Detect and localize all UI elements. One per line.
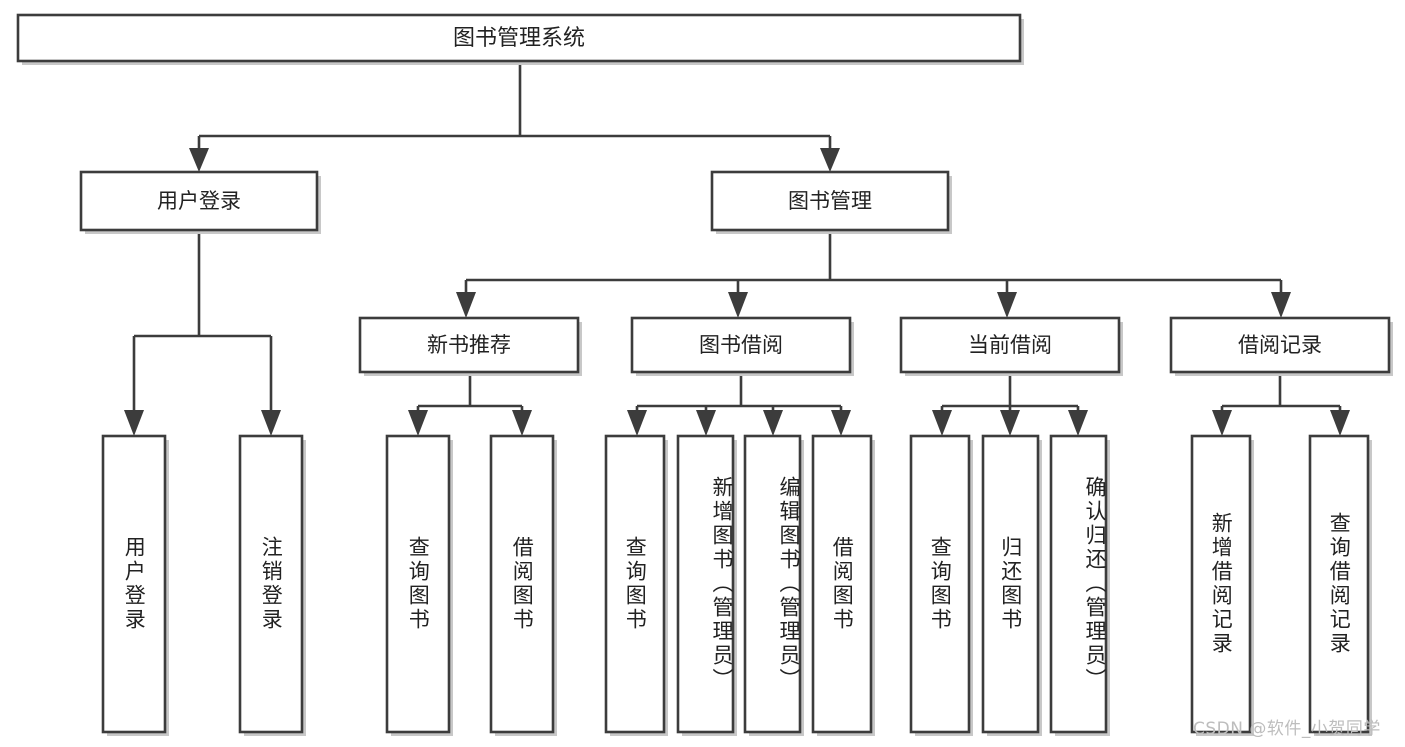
arrowhead-ul-1 bbox=[124, 410, 144, 436]
leaf-node-current-borrow-1[interactable] bbox=[909, 434, 973, 736]
node-book-manage-label: 图书管理 bbox=[788, 189, 872, 213]
leaf-node-current-borrow-2[interactable] bbox=[981, 434, 1042, 736]
leaf-nb-2-box[interactable] bbox=[489, 434, 555, 734]
connector-group-new-book bbox=[408, 374, 532, 436]
arrowhead-nb-2 bbox=[512, 410, 532, 436]
leaf-br-2-box[interactable] bbox=[1308, 434, 1370, 734]
node-user-login-label: 用户登录 bbox=[157, 189, 241, 213]
arrowhead-to-book-manage bbox=[820, 148, 840, 172]
arrowhead-br-2 bbox=[1330, 410, 1350, 436]
arrowhead-bm-1 bbox=[456, 292, 476, 318]
leaf-cb-1-box[interactable] bbox=[909, 434, 971, 734]
leaf-br-1-box[interactable] bbox=[1190, 434, 1252, 734]
connector-group-user-login bbox=[124, 232, 281, 436]
node-new-book-recommend[interactable]: 新书推荐 bbox=[358, 316, 582, 376]
leaf-node-user-login-2[interactable] bbox=[238, 434, 306, 736]
node-user-login[interactable]: 用户登录 bbox=[79, 170, 321, 234]
leaf-node-book-borrow-2[interactable] bbox=[676, 434, 737, 736]
leaf-bb-2-box[interactable] bbox=[676, 434, 735, 734]
arrowhead-bm-2 bbox=[728, 292, 748, 318]
node-root[interactable]: 图书管理系统 bbox=[16, 13, 1024, 65]
node-current-borrow-label: 当前借阅 bbox=[968, 333, 1052, 357]
connector-group-current bbox=[932, 374, 1088, 436]
leaf-node-borrow-record-2[interactable] bbox=[1308, 434, 1372, 736]
connector-group-record bbox=[1212, 374, 1350, 436]
node-book-borrow-box[interactable] bbox=[630, 316, 852, 374]
node-book-manage[interactable]: 图书管理 bbox=[710, 170, 952, 234]
arrowhead-br-1 bbox=[1212, 410, 1232, 436]
node-book-manage-box[interactable] bbox=[710, 170, 950, 232]
leaf-node-book-borrow-3[interactable] bbox=[743, 434, 804, 736]
arrowhead-bb-1 bbox=[627, 410, 647, 436]
leaf-bb-1-box[interactable] bbox=[604, 434, 666, 734]
leaf-bb-3-box[interactable] bbox=[743, 434, 802, 734]
arrowhead-nb-1 bbox=[408, 410, 428, 436]
arrowhead-bm-3 bbox=[997, 292, 1017, 318]
node-new-book-box[interactable] bbox=[358, 316, 580, 374]
node-book-borrow[interactable]: 图书借阅 bbox=[630, 316, 854, 376]
leaf-ul-1-box[interactable] bbox=[101, 434, 167, 734]
arrowhead-cb-1 bbox=[932, 410, 952, 436]
node-borrow-record[interactable]: 借阅记录 bbox=[1169, 316, 1393, 376]
arrowhead-cb-3 bbox=[1068, 410, 1088, 436]
node-user-login-box[interactable] bbox=[79, 170, 319, 232]
arrowhead-ul-2 bbox=[261, 410, 281, 436]
leaf-cb-3-box[interactable] bbox=[1049, 434, 1108, 734]
connector-group-root bbox=[189, 63, 840, 172]
leaf-node-borrow-record-1[interactable] bbox=[1190, 434, 1254, 736]
leaf-node-user-login-1[interactable] bbox=[101, 434, 169, 736]
leaf-node-book-borrow-4[interactable] bbox=[811, 434, 875, 736]
connector-group-book-manage bbox=[456, 232, 1291, 318]
leaf-cb-2-box[interactable] bbox=[981, 434, 1040, 734]
node-new-book-label: 新书推荐 bbox=[427, 333, 511, 357]
leaf-node-book-borrow-1[interactable] bbox=[604, 434, 668, 736]
arrowhead-bb-3 bbox=[763, 410, 783, 436]
leaf-node-current-borrow-3[interactable] bbox=[1049, 434, 1110, 736]
arrowhead-bb-4 bbox=[831, 410, 851, 436]
node-current-borrow-box[interactable] bbox=[899, 316, 1121, 374]
leaf-nb-1-box[interactable] bbox=[385, 434, 451, 734]
leaf-bb-4-box[interactable] bbox=[811, 434, 873, 734]
leaf-node-new-book-2[interactable] bbox=[489, 434, 557, 736]
arrowhead-bb-2 bbox=[696, 410, 716, 436]
arrowhead-cb-2 bbox=[1000, 410, 1020, 436]
csdn-watermark: CSDN @软件_小贺同学 bbox=[1193, 719, 1381, 739]
node-borrow-record-label: 借阅记录 bbox=[1238, 333, 1322, 357]
node-current-borrow[interactable]: 当前借阅 bbox=[899, 316, 1123, 376]
arrowhead-to-user-login bbox=[189, 148, 209, 172]
leaf-node-new-book-1[interactable] bbox=[385, 434, 453, 736]
connector-group-borrow bbox=[627, 374, 851, 436]
node-root-box[interactable] bbox=[16, 13, 1022, 63]
node-book-borrow-label: 图书借阅 bbox=[699, 333, 783, 357]
arrowhead-bm-4 bbox=[1271, 292, 1291, 318]
node-root-label: 图书管理系统 bbox=[453, 26, 585, 51]
leaf-ul-2-box[interactable] bbox=[238, 434, 304, 734]
node-borrow-record-box[interactable] bbox=[1169, 316, 1391, 374]
